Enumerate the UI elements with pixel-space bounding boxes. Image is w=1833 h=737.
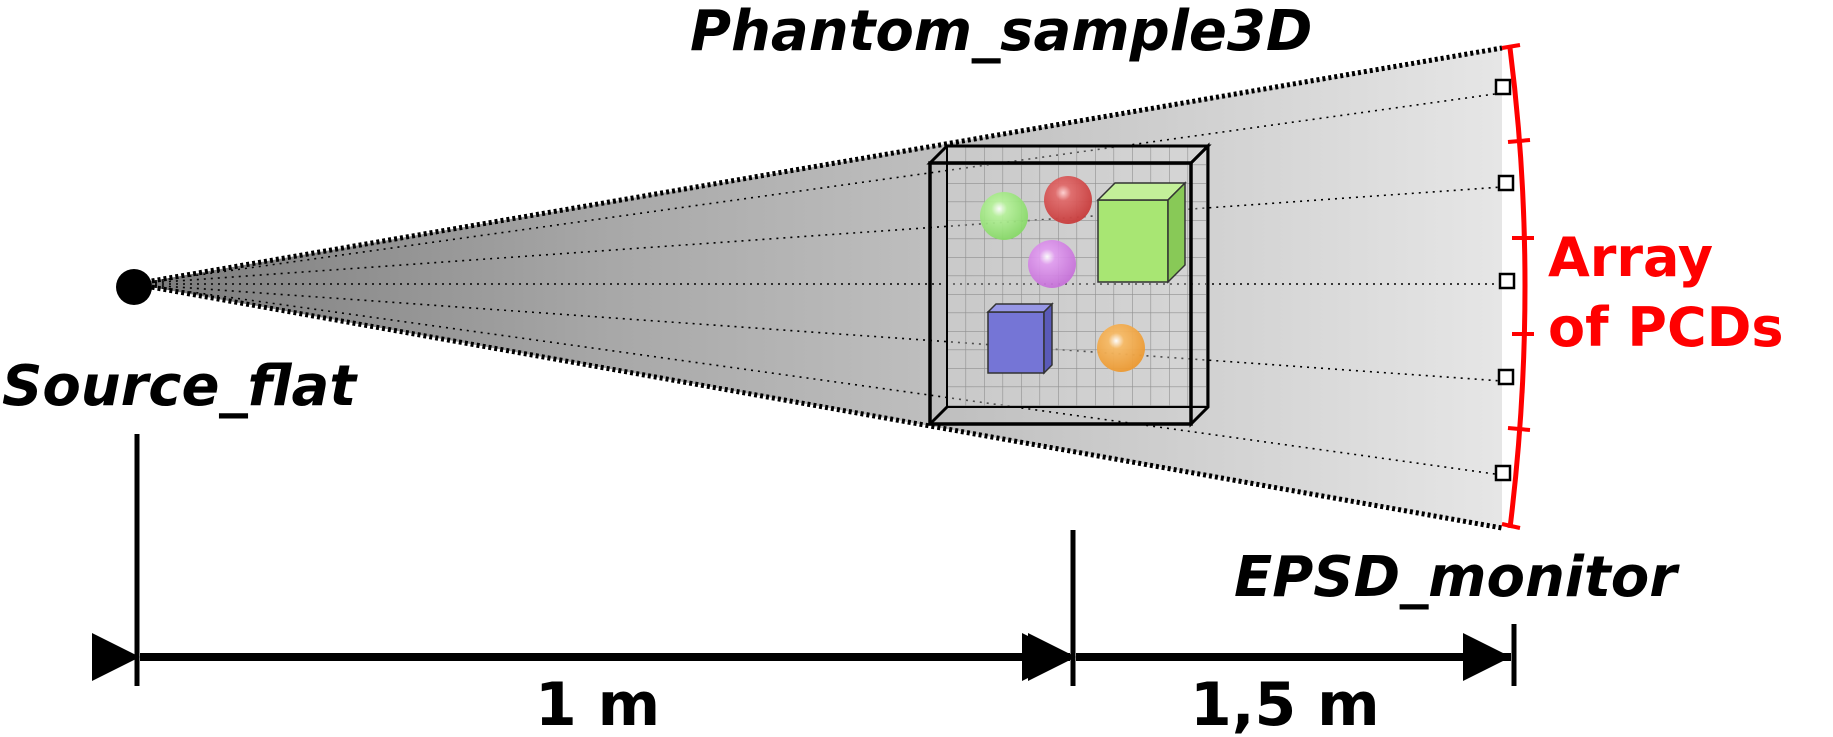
beam-rays <box>133 92 1503 476</box>
source-label: Source_flat <box>2 354 358 419</box>
distance-markers <box>92 434 1517 686</box>
beam-ray <box>133 283 1503 382</box>
red-sphere <box>1044 176 1092 224</box>
detector-pixel-icon <box>1498 272 1516 290</box>
phantom-front-face <box>928 161 1193 426</box>
magenta-sphere <box>1028 240 1076 288</box>
detector-pixel-icon <box>1494 78 1512 96</box>
phantom-sample <box>926 142 1212 428</box>
phantom-label: Phantom_sample3D <box>690 0 1312 64</box>
monitor-label: EPSD_monitor <box>1234 545 1680 610</box>
array-label-line1: Array <box>1548 226 1713 289</box>
distance-label-2: 1,5 m <box>1190 670 1380 737</box>
orange-sphere <box>1097 324 1145 372</box>
beam-ray <box>133 186 1503 285</box>
array-label-line2: of PCDs <box>1548 296 1784 359</box>
blue-cube <box>986 302 1054 375</box>
green-sphere <box>980 192 1028 240</box>
pcd-array <box>1494 43 1534 530</box>
beam-cone <box>134 48 1502 528</box>
detector-pixel-icon <box>1494 464 1512 482</box>
detector-pixel-icon <box>1497 368 1515 386</box>
green-cube <box>1096 181 1187 284</box>
detector-pixel-icon <box>1497 174 1515 192</box>
point-source-icon <box>116 269 152 305</box>
distance-label-1: 1 m <box>535 670 660 737</box>
pcd-array-arc <box>1507 47 1528 529</box>
